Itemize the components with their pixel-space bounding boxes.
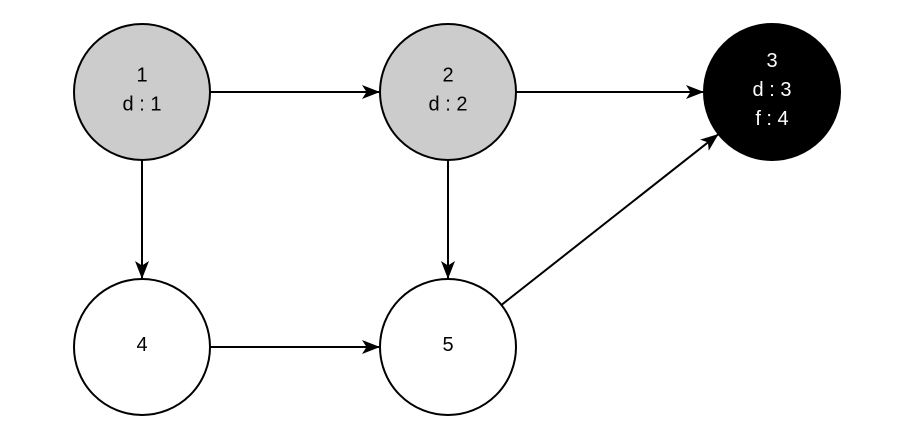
graph-node-5: 5 [379,278,517,416]
node-5-circle [379,278,517,416]
graph-node-3: 3 d : 3 f : 4 [703,23,841,161]
node-3-circle [703,23,841,161]
node-2-circle [379,23,517,161]
node-1-circle [73,23,211,161]
node-3-label-line-2: d : 3 [753,79,792,101]
node-4-label-line-1: 4 [136,334,147,356]
node-1-label-line-2: d : 1 [123,94,162,116]
node-1-label-line-1: 1 [136,65,147,87]
graph-node-2: 2 d : 2 [379,23,517,161]
node-4-circle [73,278,211,416]
graph-node-4: 4 [73,278,211,416]
node-2-label-line-1: 2 [442,65,453,87]
edge-5-to-3 [500,133,720,306]
graph-node-1: 1 d : 1 [73,23,211,161]
node-2-label-line-2: d : 2 [429,94,468,116]
node-5-label-line-1: 5 [442,334,453,356]
node-3-label-line-1: 3 [766,50,777,72]
node-3-label-line-3: f : 4 [755,108,788,130]
